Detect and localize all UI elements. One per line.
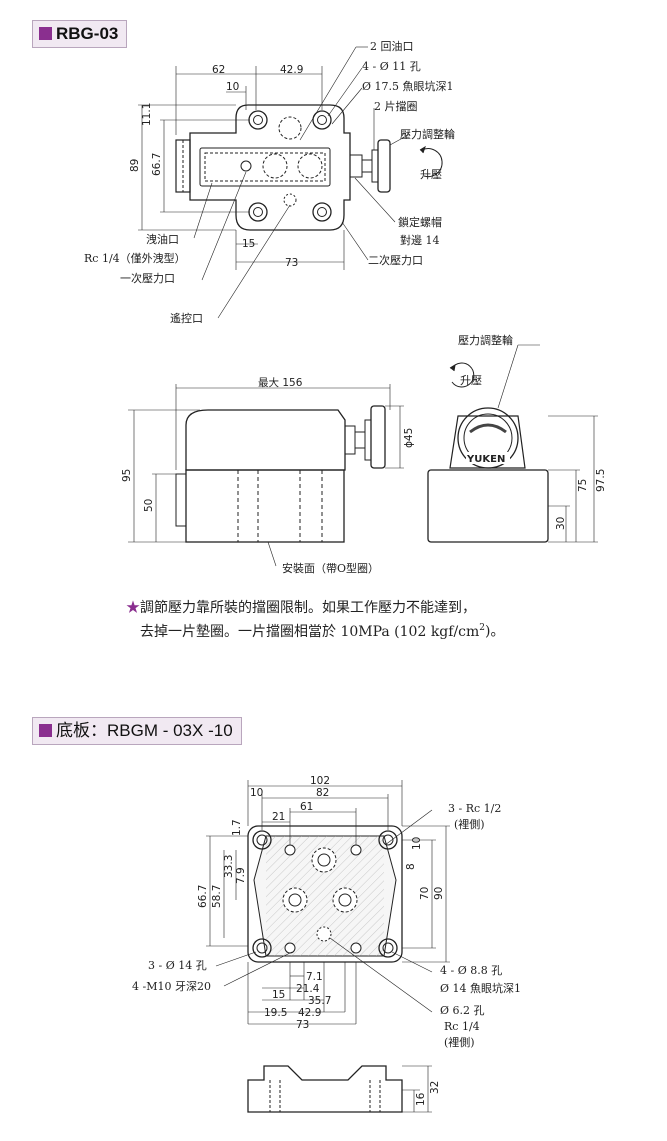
- note-line-2: 去掉一片墊圈。一片擋圈相當於 10MPa (102 kgf/cm: [140, 623, 480, 640]
- dim-42-9: 42.9: [280, 64, 303, 76]
- dim-73: 73: [285, 257, 298, 269]
- side-view-drawing: [128, 344, 598, 567]
- dim-7-1: 7.1: [306, 971, 323, 983]
- dim-10-right: 10: [411, 837, 423, 850]
- dim-102: 102: [310, 775, 330, 787]
- dim-8: 8: [405, 863, 417, 870]
- dim-7-9: 7.9: [235, 867, 247, 884]
- dim-50: 50: [143, 499, 155, 512]
- dim-70: 70: [419, 887, 431, 900]
- dim-66-7: 66.7: [151, 153, 163, 176]
- dim-82: 82: [316, 787, 329, 799]
- label-wheel: 壓力調整輪: [400, 127, 455, 141]
- note-line-2-end: )。: [485, 623, 505, 640]
- label-counterbore: Ø 17.5 魚眼坑深1: [362, 79, 454, 93]
- section-title-base-plate: 底板：RBGM - 03X -10: [32, 717, 242, 745]
- dim-97-5: 97.5: [595, 469, 607, 492]
- label-holes: 4 - Ø 11 孔: [362, 60, 421, 73]
- label-raise: 升壓: [420, 168, 442, 181]
- dim-90: 90: [433, 887, 445, 900]
- dim-62: 62: [212, 64, 225, 76]
- dim-61: 61: [300, 801, 313, 813]
- label-primary-port: 一次壓力口: [120, 271, 175, 285]
- label-side-wheel: 壓力調整輪: [458, 333, 513, 347]
- dim-16: 16: [415, 1092, 427, 1106]
- dim-dia-45: ϕ45: [403, 428, 415, 448]
- dim-33-3: 33.3: [223, 855, 235, 878]
- dim-11-1: 11.1: [141, 103, 153, 126]
- dim-32: 32: [429, 1081, 441, 1094]
- label-m10: 4 -M10 牙深20: [132, 980, 211, 993]
- purple-square-icon: [39, 724, 52, 737]
- label-drain-note: Rc 1/4（僅外洩型）: [84, 251, 186, 265]
- dim-15: 15: [242, 238, 255, 250]
- dim-10: 10: [226, 81, 239, 93]
- note-line-1: 調節壓力靠所裝的擋圈限制。如果工作壓力不能達到，: [140, 600, 476, 616]
- top-view-drawing: [138, 46, 443, 319]
- dim-73-base: 73: [296, 1019, 309, 1031]
- label-mount-surface: 安裝面（帶O型圈）: [282, 561, 379, 575]
- label-cb-14: Ø 14 魚眼坑深1: [440, 981, 521, 995]
- dim-15-base: 15: [272, 989, 285, 1001]
- dim-58-7: 58.7: [211, 885, 223, 908]
- dim-35-7: 35.7: [308, 995, 331, 1007]
- label-hole-6-2: Ø 6.2 孔: [440, 1004, 485, 1017]
- note-superscript: 2: [479, 623, 486, 633]
- purple-square-icon: [39, 27, 52, 40]
- dim-10-top: 10: [250, 787, 263, 799]
- label-rc14-side: (裡側): [444, 1035, 475, 1049]
- label-remote-port: 遙控口: [170, 311, 203, 325]
- star-icon: ★: [126, 600, 140, 616]
- label-holes-8-8: 4 - Ø 8.8 孔: [440, 964, 502, 977]
- brand-logo: YUKEN: [466, 454, 505, 465]
- dim-max-156: 最大 156: [258, 376, 303, 389]
- dim-1-7: 1.7: [231, 819, 243, 836]
- dim-21: 21: [272, 811, 285, 823]
- label-spacers: 2 片擋圈: [374, 99, 418, 113]
- dim-95: 95: [121, 469, 133, 482]
- base-plate-drawing: [206, 780, 450, 1113]
- label-secondary-port: 二次壓力口: [368, 253, 423, 267]
- label-drain-port: 洩油口: [146, 232, 179, 246]
- dim-42-9-base: 42.9: [298, 1007, 321, 1019]
- label-side-raise: 升壓: [460, 374, 482, 387]
- adjustment-note: ★調節壓力靠所裝的擋圈限制。如果工作壓力不能達到， 去掉一片墊圈。一片擋圈相當於…: [126, 598, 566, 642]
- dim-21-4: 21.4: [296, 983, 320, 995]
- dim-19-5: 19.5: [264, 1007, 287, 1019]
- dim-30: 30: [555, 517, 567, 530]
- label-holes-14: 3 - Ø 14 孔: [148, 959, 207, 972]
- label-rc12: 3 - Rc 1/2: [448, 802, 501, 815]
- dim-75: 75: [577, 479, 589, 492]
- label-lock-nut: 鎖定螺帽: [398, 215, 442, 229]
- section-title-rbg03: RBG-03: [32, 20, 128, 48]
- label-lock-nut-size: 對邊 14: [400, 233, 440, 247]
- label-rc14: Rc 1/4: [444, 1020, 480, 1033]
- label-return-port: 2 回油口: [370, 39, 414, 53]
- label-rc12-side: (裡側): [454, 817, 485, 831]
- dim-89: 89: [129, 159, 141, 172]
- dim-66-7-base: 66.7: [197, 885, 209, 908]
